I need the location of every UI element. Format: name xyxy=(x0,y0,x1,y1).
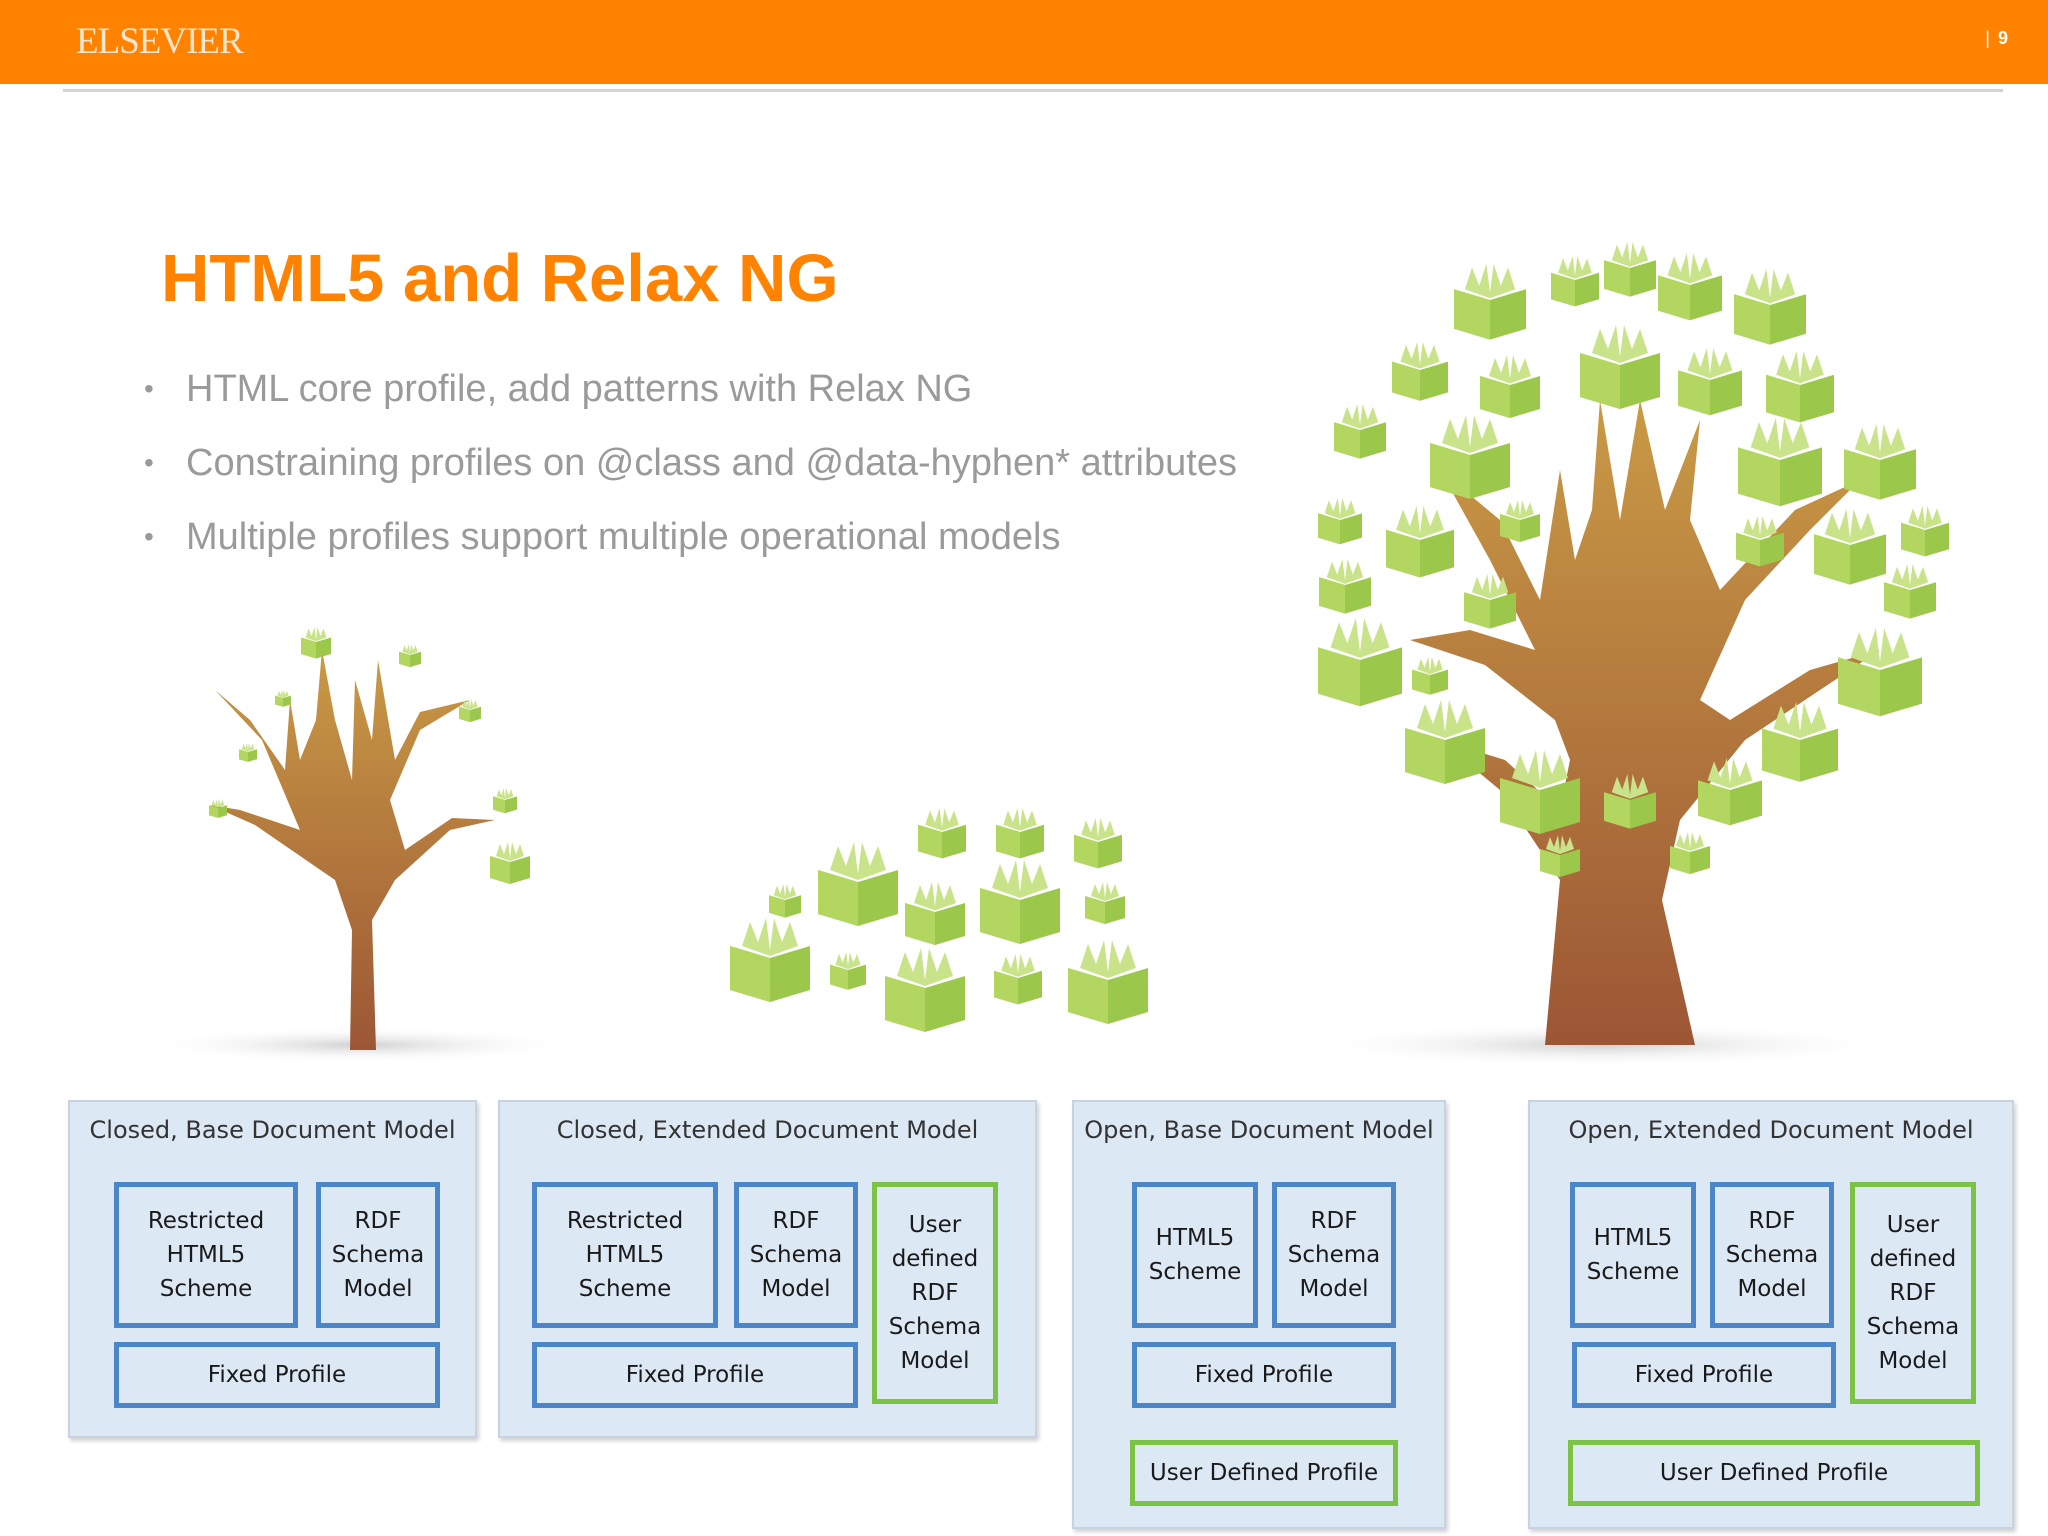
restricted-html5-scheme-box: Restricted HTML5 Scheme xyxy=(532,1182,718,1328)
fixed-profile-box: Fixed Profile xyxy=(532,1342,858,1408)
panel-title: Closed, Extended Document Model xyxy=(556,1116,979,1144)
fixed-profile-box: Fixed Profile xyxy=(1132,1342,1396,1408)
fixed-profile-box: Fixed Profile xyxy=(114,1342,440,1408)
rdf-schema-model-box: RDF Schema Model xyxy=(316,1182,440,1328)
panel-closed-base-model: Closed, Base Document Model Restricted H… xyxy=(68,1100,477,1438)
large-tree xyxy=(1318,242,1949,1045)
fixed-profile-box: Fixed Profile xyxy=(1572,1342,1836,1408)
user-defined-rdf-schema-model-box: User defined RDF Schema Model xyxy=(872,1182,998,1404)
bullet-item: Constraining profiles on @class and @dat… xyxy=(140,434,1237,508)
panel-open-extended-model: Open, Extended Document Model HTML5 Sche… xyxy=(1528,1100,2014,1529)
panel-title: Open, Extended Document Model xyxy=(1568,1116,1974,1144)
slide-title: HTML5 and Relax NG xyxy=(161,241,839,316)
page-number-value: 9 xyxy=(1997,28,2008,48)
user-defined-profile-box: User Defined Profile xyxy=(1130,1440,1398,1506)
panel-title: Closed, Base Document Model xyxy=(89,1116,456,1144)
header-bar: ELSEVIER |9 xyxy=(0,0,2048,84)
page-number: |9 xyxy=(1985,28,2008,49)
bullet-list: HTML core profile, add patterns with Rel… xyxy=(140,360,1237,582)
html5-scheme-box: HTML5 Scheme xyxy=(1132,1182,1258,1328)
user-defined-rdf-schema-model-box: User defined RDF Schema Model xyxy=(1850,1182,1976,1404)
rdf-schema-model-box: RDF Schema Model xyxy=(1710,1182,1834,1328)
bullet-item: HTML core profile, add patterns with Rel… xyxy=(140,360,1237,434)
header-divider xyxy=(63,89,2003,92)
bullet-item: Multiple profiles support multiple opera… xyxy=(140,508,1237,582)
rdf-schema-model-box: RDF Schema Model xyxy=(734,1182,858,1328)
elsevier-logo: ELSEVIER xyxy=(76,21,244,62)
panel-closed-extended-model: Closed, Extended Document Model Restrict… xyxy=(498,1100,1037,1438)
restricted-html5-scheme-box: Restricted HTML5 Scheme xyxy=(114,1182,298,1328)
small-tree xyxy=(209,627,530,1050)
panel-title: Open, Base Document Model xyxy=(1084,1116,1434,1144)
html5-scheme-box: HTML5 Scheme xyxy=(1570,1182,1696,1328)
rdf-schema-model-box: RDF Schema Model xyxy=(1272,1182,1396,1328)
book-cluster xyxy=(730,808,1148,1032)
panel-open-base-model: Open, Base Document Model HTML5 Scheme R… xyxy=(1072,1100,1446,1529)
user-defined-profile-box: User Defined Profile xyxy=(1568,1440,1980,1506)
page-separator: | xyxy=(1985,28,1990,48)
